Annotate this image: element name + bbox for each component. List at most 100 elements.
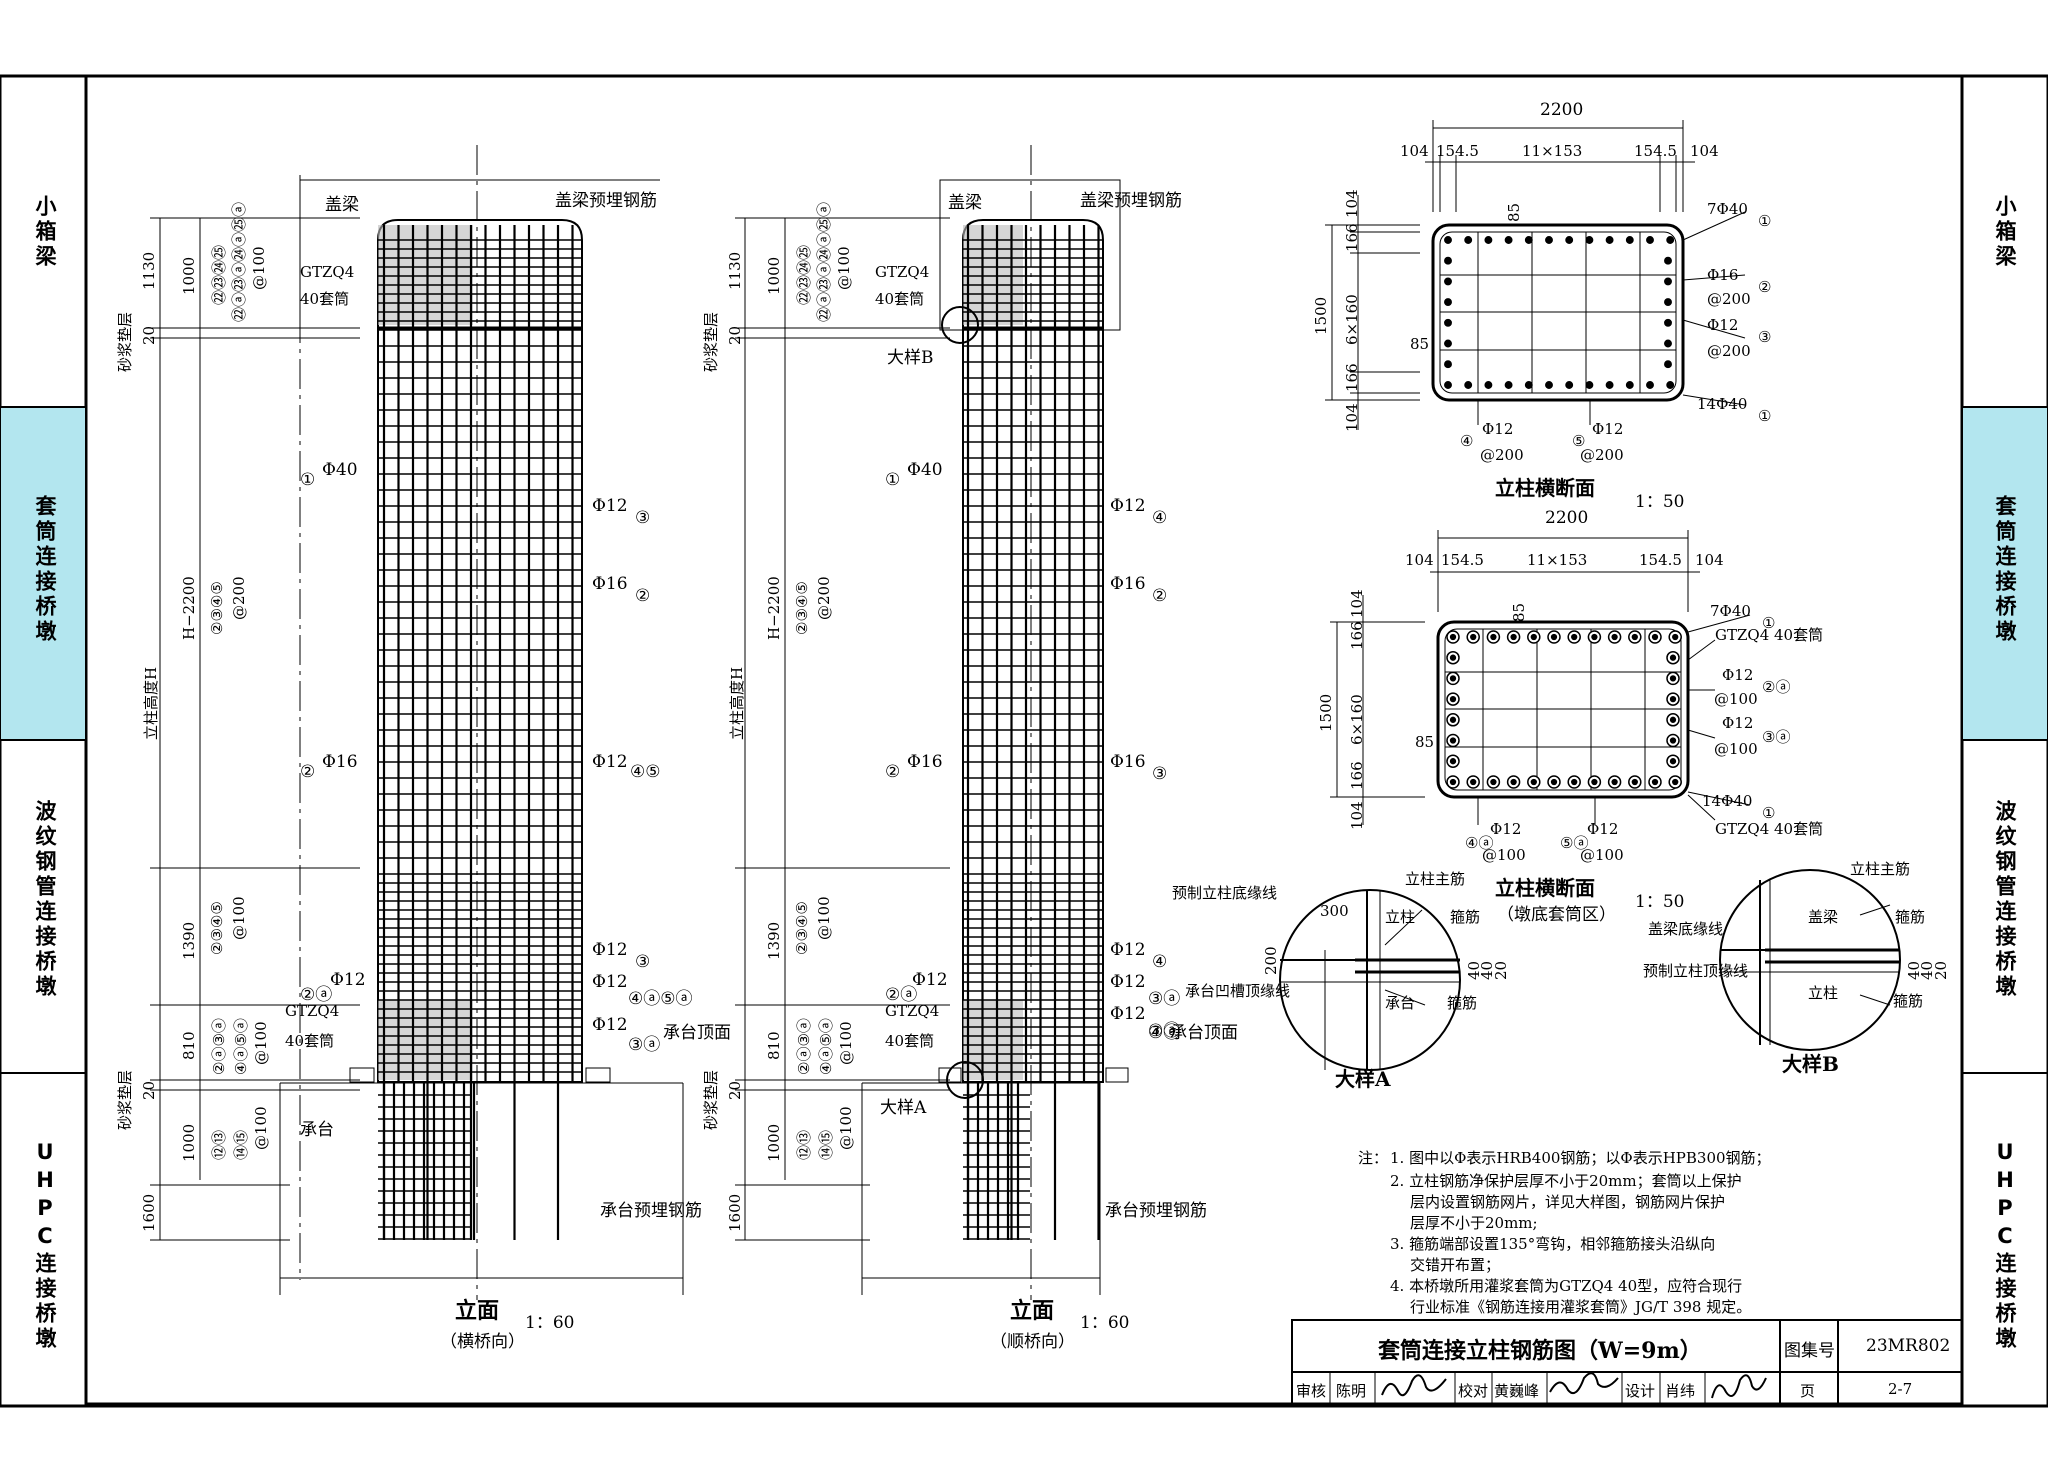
detA-label-stirrup-2: 箍筋	[1447, 994, 1478, 1012]
right-sidebar-item-uhpc-pier[interactable]: UHPC连接桥墩	[1993, 1140, 2017, 1352]
s1-top-part-5: 104	[1690, 142, 1719, 160]
s1-label-circ3: ③	[1758, 328, 1772, 346]
s1-main-bar	[1605, 381, 1614, 389]
left-sidebar-item-sleeve-pier[interactable]: 套筒连接桥墩	[33, 495, 57, 645]
s2-label-at100-3a: @100	[1714, 740, 1758, 758]
titleblock-atlas-value: 23MR802	[1866, 1336, 1951, 1356]
left-sidebar-item-box-girder[interactable]: 小箱梁	[33, 195, 57, 270]
elev1-dim-20-bottom: 20	[140, 1080, 158, 1100]
elev1-subtitle: （横桥向）	[440, 1332, 525, 1352]
s2-main-bar	[1530, 633, 1537, 641]
s2-left-part-1: 104	[1348, 589, 1366, 618]
elev1-group-mid-2: @200	[230, 576, 248, 620]
elev1-callout-8-bar: Φ12	[592, 972, 628, 992]
elev1-group-top-1: ㉒㉓㉔㉕	[210, 244, 228, 305]
titleblock-designer: 肖纬	[1665, 1382, 1696, 1400]
s1-main-bar	[1664, 360, 1672, 369]
notes-line-5: 3. 箍筋端部设置135°弯钩，相邻箍筋接头沿纵向	[1390, 1235, 1716, 1253]
elev2-group-cap-2: ⑭⑮	[817, 1129, 835, 1160]
right-sidebar-item-corrugated-pier[interactable]: 波纹钢管连接桥墩	[1993, 800, 2017, 1000]
notes-line-3: 层内设置钢筋网片，详见大样图，钢筋网片保护	[1410, 1193, 1726, 1211]
elev2-callout-8-num: ③ⓐ	[1148, 989, 1181, 1009]
right-sidebar-item-sleeve-pier[interactable]: 套筒连接桥墩	[1993, 495, 2017, 645]
s1-main-bar	[1504, 236, 1513, 244]
s1-main-bar	[1585, 236, 1594, 244]
elev2-group-sleeve-2: ④ⓐ⑤ⓐ	[817, 1018, 835, 1075]
elev2-dim-20-top: 20	[726, 325, 744, 345]
s1-main-bar	[1464, 236, 1473, 244]
elev2-group-top-3: @100	[835, 246, 853, 290]
elev2-callout-1-num: ①	[885, 470, 901, 490]
detA-title: 大样A	[1335, 1067, 1391, 1091]
elev2-height-label: 立柱高度H	[728, 666, 746, 740]
left-sidebar-item-uhpc-pier[interactable]: UHPC连接桥墩	[33, 1140, 57, 1352]
elev2-callout-10-num: ④ⓐ	[1148, 1023, 1181, 1043]
elev2-detailB-tag[interactable]: 大样B	[887, 348, 934, 368]
s1-top-part-2: 154.5	[1436, 142, 1479, 160]
elev2-cap-top-label: 承台顶面	[1170, 1023, 1238, 1043]
s2-top-part-2: 154.5	[1441, 551, 1484, 569]
s2-label-sleeve-bottom: GTZQ4 40套筒	[1715, 820, 1824, 838]
left-sidebar-item-corrugated-pier[interactable]: 波纹钢管连接桥墩	[33, 800, 57, 1000]
s2-scale: 1：50	[1635, 892, 1685, 912]
elev1-group-cap-3: @100	[252, 1106, 270, 1150]
elev2-callout-6-num: ②ⓐ	[885, 985, 918, 1005]
s1-main-bar	[1444, 236, 1452, 244]
titleblock-atlas-label: 图集号	[1784, 1341, 1835, 1361]
elev1-callout-2-num: ③	[635, 508, 651, 528]
s1-main-bar	[1664, 256, 1672, 265]
elev1-height-label: 立柱高度H	[142, 666, 160, 740]
s1-left-total: 1500	[1312, 296, 1330, 335]
s2-label-at100-2a: @100	[1714, 690, 1758, 708]
elev2-detailA-tag[interactable]: 大样A	[880, 1098, 927, 1118]
elev1-callout-3-bar: Φ16	[592, 574, 628, 594]
detA-label-stirrup-1: 箍筋	[1450, 908, 1481, 926]
s2-top-total: 2200	[1545, 508, 1589, 528]
detB-label-stirrup-2: 箍筋	[1893, 992, 1924, 1010]
s1-label-circ2: ②	[1758, 278, 1772, 296]
s2-label-sleeve-top: GTZQ4 40套筒	[1715, 626, 1824, 644]
s2-main-bar	[1470, 633, 1477, 641]
s2-main-bar	[1611, 633, 1618, 641]
s1-main-bar	[1464, 381, 1473, 389]
s2-main-bar	[1669, 654, 1677, 661]
s1-main-bar	[1444, 381, 1452, 389]
s2-main-bar	[1669, 758, 1677, 765]
detB-label-stirrup-1: 箍筋	[1895, 908, 1926, 926]
s2-label-phi12-2a: Φ12	[1722, 666, 1754, 684]
elev1-group-sleeve-1: ②ⓐ③ⓐ	[210, 1018, 228, 1075]
elev1-gtzq-bottom-label: GTZQ4	[285, 1002, 340, 1020]
section1-dimensions	[1325, 120, 1695, 430]
s2-main-bar	[1490, 778, 1497, 786]
elev1-dim-810: 810	[180, 1031, 198, 1060]
right-sidebar-item-box-girder[interactable]: 小箱梁	[1993, 195, 2017, 270]
elev2-dim-1130: 1130	[726, 251, 744, 290]
elev1-callout-9-bar: Φ12	[592, 1015, 628, 1035]
elev2-dim-1390: 1390	[765, 921, 783, 960]
s2-main-bar	[1449, 716, 1457, 723]
s2-left-total: 1500	[1317, 693, 1335, 732]
s2-subtitle: （墩底套筒区）	[1497, 905, 1616, 925]
s2-main-bar	[1449, 675, 1457, 682]
elev2-callout-9-bar: Φ12	[1110, 1004, 1146, 1024]
elev1-scale: 1：60	[525, 1313, 575, 1333]
elev2-callout-7-num: ④	[1152, 952, 1168, 972]
s2-label-circ1-top: ①	[1762, 614, 1776, 632]
notes-line-8: 行业标准《钢筋连接用灌浆套筒》JG/T 398 规定。	[1410, 1298, 1752, 1316]
titleblock-review-label: 审核	[1296, 1382, 1327, 1400]
s1-main-bar	[1444, 277, 1452, 286]
detA-label-20: 20	[1492, 960, 1510, 980]
s2-left-part-5: 104	[1348, 801, 1366, 830]
notes-line-2: 2. 立柱钢筋净保护层厚不小于20mm；套筒以上保护	[1390, 1172, 1742, 1190]
detA-label-200: 200	[1262, 946, 1280, 975]
s1-title: 立柱横断面	[1495, 476, 1595, 500]
s2-main-bar	[1672, 633, 1679, 641]
s2-top-part-3: 11×153	[1527, 551, 1588, 569]
elev1-dimension-chain	[150, 217, 360, 1241]
s1-main-bar	[1484, 381, 1493, 389]
s2-main-bar	[1591, 778, 1598, 786]
elev1-callout-1-num: ①	[300, 470, 316, 490]
elev1-group-sleeve-2: ④ⓐ⑤ⓐ	[232, 1018, 250, 1075]
s1-scale: 1：50	[1635, 492, 1685, 512]
s2-label-circ1-bottom: ①	[1762, 804, 1776, 822]
